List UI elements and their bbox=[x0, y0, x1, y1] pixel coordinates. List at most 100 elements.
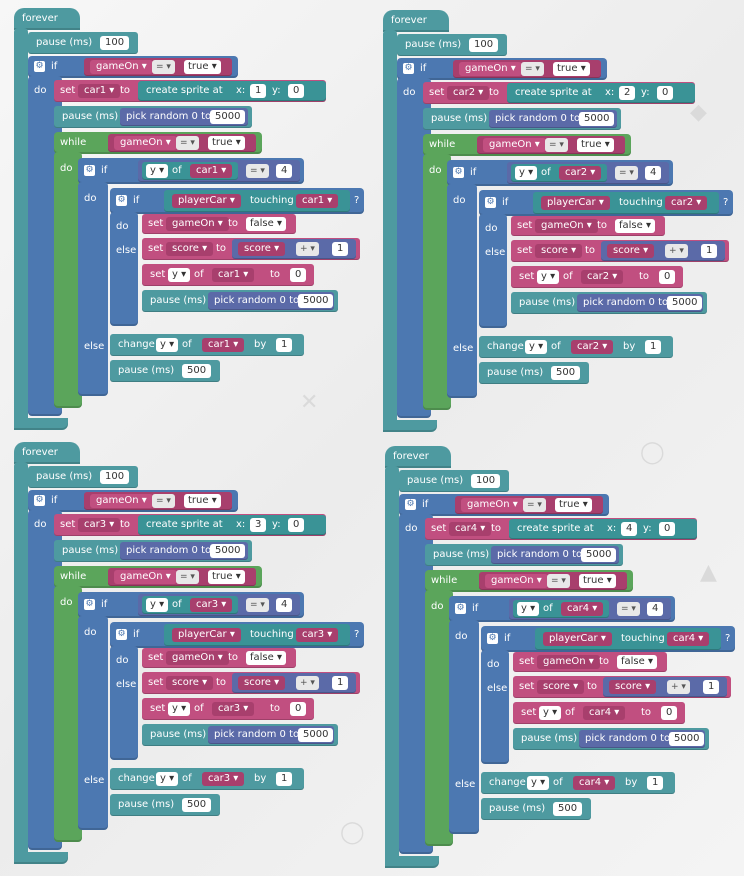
pause-value[interactable]: 500 bbox=[551, 366, 581, 380]
score-variable[interactable]: score ▾ bbox=[609, 680, 657, 694]
car-variable[interactable]: car1 ▾ bbox=[202, 338, 245, 352]
equals-operator[interactable]: = ▾ bbox=[521, 62, 544, 76]
create-sprite-block[interactable] bbox=[138, 81, 326, 101]
y-property[interactable]: y ▾ bbox=[539, 706, 562, 720]
y-property[interactable]: y ▾ bbox=[168, 702, 191, 716]
car-variable[interactable]: car4 ▾ bbox=[583, 706, 626, 720]
false-dropdown[interactable]: false ▾ bbox=[617, 655, 658, 669]
car-variable[interactable]: car4 ▾ bbox=[449, 522, 492, 536]
gear-icon[interactable]: ⚙ bbox=[84, 165, 95, 176]
pause-value[interactable]: 100 bbox=[471, 474, 501, 488]
random-max[interactable]: 5000 bbox=[210, 544, 246, 558]
x-value[interactable]: 1 bbox=[250, 84, 267, 98]
gameon-variable[interactable]: gameOn ▾ bbox=[114, 570, 177, 584]
true-dropdown[interactable]: true ▾ bbox=[553, 62, 590, 76]
create-sprite-block[interactable] bbox=[509, 519, 697, 539]
score-variable[interactable]: score ▾ bbox=[537, 680, 585, 694]
true-dropdown[interactable]: true ▾ bbox=[579, 574, 616, 588]
random-max[interactable]: 5000 bbox=[669, 732, 705, 746]
pause-value[interactable]: 500 bbox=[182, 798, 212, 812]
equals-operator[interactable]: = ▾ bbox=[246, 598, 269, 612]
equals-operator[interactable]: = ▾ bbox=[152, 494, 175, 508]
score-variable[interactable]: score ▾ bbox=[166, 242, 214, 256]
car-variable[interactable]: car2 ▾ bbox=[571, 340, 614, 354]
true-dropdown[interactable]: true ▾ bbox=[577, 138, 614, 152]
change-value[interactable]: 1 bbox=[645, 340, 662, 354]
car-variable[interactable]: car4 ▾ bbox=[667, 632, 710, 646]
y-value[interactable]: 0 bbox=[288, 84, 305, 98]
y-property[interactable]: y ▾ bbox=[515, 166, 538, 180]
y-value[interactable]: 0 bbox=[288, 518, 305, 532]
false-dropdown[interactable]: false ▾ bbox=[246, 651, 287, 665]
gear-icon[interactable]: ⚙ bbox=[405, 499, 416, 510]
gameon-variable[interactable]: gameOn ▾ bbox=[535, 219, 598, 233]
pause-value[interactable]: 100 bbox=[469, 38, 499, 52]
equals-operator[interactable]: = ▾ bbox=[615, 166, 638, 180]
true-dropdown[interactable]: true ▾ bbox=[208, 136, 245, 150]
gear-icon[interactable]: ⚙ bbox=[485, 197, 496, 208]
score-variable[interactable]: score ▾ bbox=[607, 244, 655, 258]
car-variable[interactable]: car3 ▾ bbox=[296, 628, 339, 642]
pause-value[interactable]: 100 bbox=[100, 470, 130, 484]
false-dropdown[interactable]: false ▾ bbox=[246, 217, 287, 231]
car-variable[interactable]: car3 ▾ bbox=[190, 598, 233, 612]
y-value[interactable]: 0 bbox=[290, 702, 307, 716]
y-property[interactable]: y ▾ bbox=[537, 270, 560, 284]
gear-icon[interactable]: ⚙ bbox=[453, 167, 464, 178]
change-value[interactable]: 1 bbox=[276, 338, 293, 352]
playercar-variable[interactable]: playerCar ▾ bbox=[172, 194, 241, 208]
forever-program[interactable]: forever pause (ms) 100 ⚙ if gameOn ▾ = ▾… bbox=[385, 446, 744, 876]
forever-block[interactable] bbox=[14, 442, 80, 464]
random-max[interactable]: 5000 bbox=[579, 112, 615, 126]
x-value[interactable]: 4 bbox=[621, 522, 638, 536]
y-property[interactable]: y ▾ bbox=[146, 164, 169, 178]
gameon-variable[interactable]: gameOn ▾ bbox=[485, 574, 548, 588]
score-variable[interactable]: score ▾ bbox=[166, 676, 214, 690]
y-property[interactable]: y ▾ bbox=[517, 602, 540, 616]
gameon-variable[interactable]: gameOn ▾ bbox=[114, 136, 177, 150]
y-value[interactable]: 0 bbox=[659, 522, 676, 536]
add-value[interactable]: 1 bbox=[332, 242, 349, 256]
gameon-variable[interactable]: gameOn ▾ bbox=[90, 60, 153, 74]
score-variable[interactable]: score ▾ bbox=[238, 676, 286, 690]
car-variable[interactable]: car3 ▾ bbox=[212, 702, 255, 716]
random-max[interactable]: 5000 bbox=[298, 728, 334, 742]
add-value[interactable]: 1 bbox=[332, 676, 349, 690]
equals-operator[interactable]: = ▾ bbox=[176, 136, 199, 150]
y-property[interactable]: y ▾ bbox=[525, 340, 548, 354]
gameon-variable[interactable]: gameOn ▾ bbox=[166, 651, 229, 665]
create-sprite-block[interactable] bbox=[507, 83, 695, 103]
equals-operator[interactable]: = ▾ bbox=[152, 60, 175, 74]
compare-value[interactable]: 4 bbox=[645, 166, 662, 180]
y-property[interactable]: y ▾ bbox=[168, 268, 191, 282]
gameon-variable[interactable]: gameOn ▾ bbox=[537, 655, 600, 669]
y-value[interactable]: 0 bbox=[657, 86, 674, 100]
gear-icon[interactable]: ⚙ bbox=[116, 629, 127, 640]
gear-icon[interactable]: ⚙ bbox=[455, 603, 466, 614]
pause-value[interactable]: 500 bbox=[182, 364, 212, 378]
gameon-variable[interactable]: gameOn ▾ bbox=[166, 217, 229, 231]
true-dropdown[interactable]: true ▾ bbox=[184, 494, 221, 508]
pause-value[interactable]: 500 bbox=[553, 802, 583, 816]
random-max[interactable]: 5000 bbox=[667, 296, 703, 310]
y-property[interactable]: y ▾ bbox=[527, 776, 550, 790]
plus-operator[interactable]: + ▾ bbox=[665, 244, 688, 258]
y-property[interactable]: y ▾ bbox=[156, 772, 179, 786]
add-value[interactable]: 1 bbox=[701, 244, 718, 258]
car-variable[interactable]: car1 ▾ bbox=[212, 268, 255, 282]
car-variable[interactable]: car2 ▾ bbox=[581, 270, 624, 284]
playercar-variable[interactable]: playerCar ▾ bbox=[543, 632, 612, 646]
equals-operator[interactable]: = ▾ bbox=[176, 570, 199, 584]
gear-icon[interactable]: ⚙ bbox=[34, 61, 45, 72]
playercar-variable[interactable]: playerCar ▾ bbox=[541, 196, 610, 210]
equals-operator[interactable]: = ▾ bbox=[547, 574, 570, 588]
car-variable[interactable]: car1 ▾ bbox=[190, 164, 233, 178]
pause-value[interactable]: 100 bbox=[100, 36, 130, 50]
gear-icon[interactable]: ⚙ bbox=[34, 495, 45, 506]
random-max[interactable]: 5000 bbox=[210, 110, 246, 124]
true-dropdown[interactable]: true ▾ bbox=[208, 570, 245, 584]
true-dropdown[interactable]: true ▾ bbox=[555, 498, 592, 512]
car-variable[interactable]: car3 ▾ bbox=[78, 518, 121, 532]
car-variable[interactable]: car2 ▾ bbox=[559, 166, 602, 180]
forever-program[interactable]: forever pause (ms) 100 ⚙ if gameOn ▾ = ▾… bbox=[383, 10, 743, 440]
